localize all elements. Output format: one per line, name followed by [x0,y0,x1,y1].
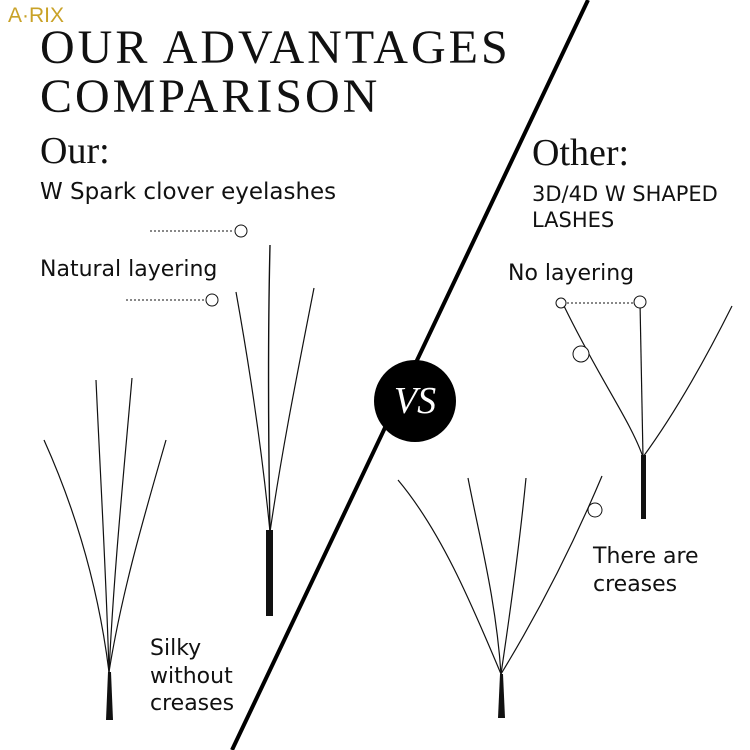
left-heading: Our: [40,130,110,172]
left-tall-lash-cluster [235,244,315,616]
left-layering-markers [126,224,248,307]
right-crease-marker [587,502,603,518]
left-short-lash-fan [43,377,167,720]
left-caption: Silky without creases [150,636,235,716]
right-w-shaped-lash [563,301,733,519]
brand-logo: A·RIX [8,4,65,27]
right-caption: There are creases [593,544,699,597]
right-product-name: 3D/4D W SHAPED LASHES [532,182,718,233]
title-line-2: COMPARISON [40,70,381,123]
right-creased-lash-fan [397,475,603,718]
left-product-name: W Spark clover eyelashes [40,179,337,205]
right-feature-label: No layering [508,261,635,286]
right-heading: Other: [532,132,630,174]
vs-badge: VS [374,360,456,442]
right-layering-markers [555,295,647,363]
title-line-1: OUR ADVANTAGES [40,21,511,74]
left-feature-label: Natural layering [40,257,218,282]
